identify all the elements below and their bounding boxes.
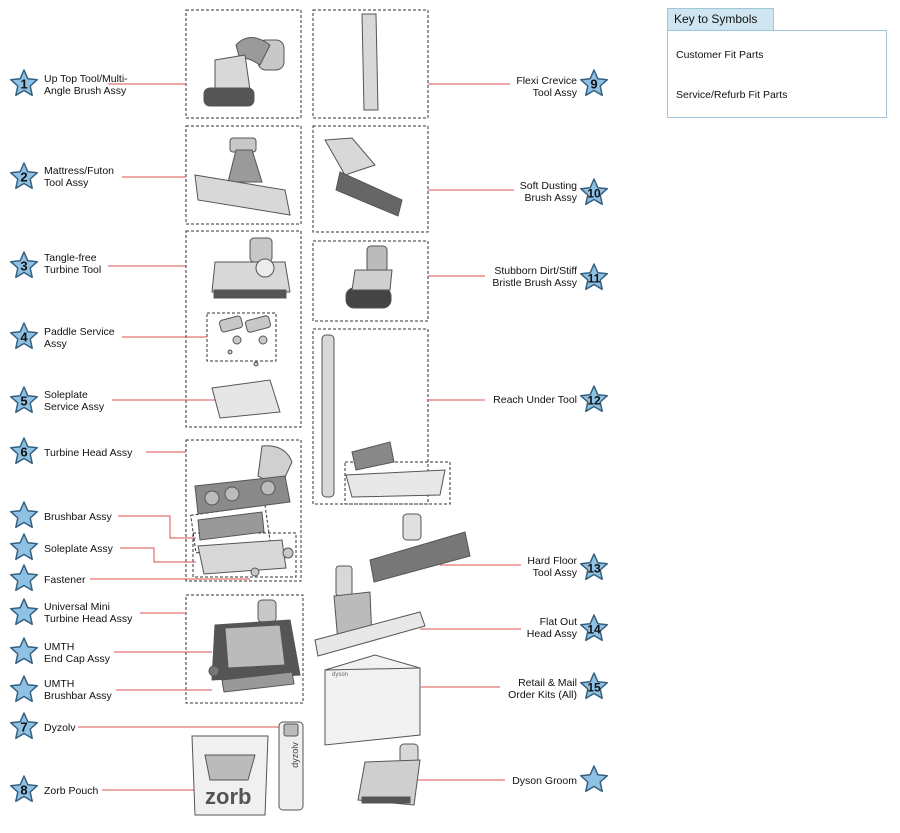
part-label-10: Soft Dusting Brush Assy <box>519 180 577 204</box>
part-label-2: Mattress/Futon Tool Assy <box>44 165 115 189</box>
part-star-13: 13 <box>579 553 609 581</box>
part-star-3: 3 <box>9 251 39 279</box>
part-number-1: 1 <box>20 77 27 92</box>
dyzolv-can-text: dyzolv <box>289 742 300 768</box>
part-star-11: 11 <box>579 263 609 291</box>
box-stiff-brush <box>312 240 429 322</box>
part-star-9: 9 <box>579 69 609 97</box>
part-star-7: 7 <box>9 712 39 740</box>
retail-kit-drawing <box>324 654 421 746</box>
service-fit-label: Service/Refurb Fit Parts <box>676 89 788 101</box>
part-star-12: 12 <box>579 385 609 413</box>
part-label-umth-endcap: UMTH End Cap Assy <box>44 641 110 665</box>
box-reach-under-detail <box>344 461 451 505</box>
dashed-boxes <box>185 9 451 704</box>
part-label-14: Flat Out Head Assy <box>526 616 577 640</box>
part-star-1: 1 <box>9 69 39 97</box>
box-flexi-crevice <box>312 9 429 119</box>
stiff-brush-drawing <box>345 245 393 309</box>
box-soft-dusting <box>312 125 429 233</box>
part-star-4: 4 <box>9 322 39 350</box>
part-star-6: 6 <box>9 437 39 465</box>
part-number-10: 10 <box>587 187 601 201</box>
part-number-4: 4 <box>20 330 28 345</box>
up-top-tool-drawing <box>203 37 285 107</box>
part-number-5: 5 <box>20 394 27 409</box>
leader-lines <box>78 54 848 791</box>
part-label-4: Paddle Service Assy <box>44 326 115 350</box>
part-number-12: 12 <box>587 394 601 408</box>
customer-fit-label: Customer Fit Parts <box>676 49 764 61</box>
part-number-9: 9 <box>590 77 597 92</box>
part-star-item-10 <box>9 637 39 665</box>
part-label-7: Dyzolv <box>44 722 76 734</box>
part-label-3: Tangle-free Turbine Tool <box>44 252 102 276</box>
part-number-8: 8 <box>20 783 27 798</box>
box-mattress-tool <box>185 125 302 225</box>
part-star-item-9 <box>9 598 39 626</box>
retail-box-brand: dyson <box>332 672 349 678</box>
part-number-11: 11 <box>588 272 601 286</box>
part-label-1: Up Top Tool/Multi- Angle Brush Assy <box>44 73 128 97</box>
dyzolv-drawing <box>278 721 304 811</box>
key-panel <box>667 30 887 118</box>
part-star-14: 14 <box>579 614 609 642</box>
part-star-item-6 <box>9 501 39 529</box>
part-number-6: 6 <box>20 445 27 460</box>
part-star-item-21 <box>579 765 609 793</box>
umth-drawing <box>208 599 301 693</box>
flexi-crevice-drawing <box>361 13 379 111</box>
part-star-8: 8 <box>9 775 39 803</box>
part-label-umth: Universal Mini Turbine Head Assy <box>44 601 133 625</box>
part-star-10: 10 <box>579 178 609 206</box>
hard-floor-drawing <box>369 513 471 583</box>
part-drawings <box>191 13 471 816</box>
turbine-tool-drawing <box>211 237 291 299</box>
reach-under-drawing <box>321 334 446 498</box>
paddle-service-drawing <box>218 315 271 367</box>
part-star-item-8 <box>9 564 39 592</box>
part-star-item-7 <box>9 533 39 561</box>
part-label-15: Retail & Mail Order Kits (All) <box>508 677 577 701</box>
part-label-brushbar: Brushbar Assy <box>44 511 112 523</box>
part-label-umth-brushbar: UMTH Brushbar Assy <box>44 678 112 702</box>
zorb-drawing <box>191 735 269 816</box>
part-number-14: 14 <box>587 623 601 637</box>
part-star-item-11 <box>9 675 39 703</box>
key-title: Key to Symbols <box>667 8 774 30</box>
part-star-2: 2 <box>9 162 39 190</box>
part-label-11: Stubborn Dirt/Stiff Bristle Brush Assy <box>492 265 577 289</box>
part-label-5: Soleplate Service Assy <box>44 389 105 413</box>
part-label-6: Turbine Head Assy <box>44 447 133 459</box>
dyson-groom-drawing <box>357 743 421 806</box>
part-star-15: 15 <box>579 672 609 700</box>
part-number-3: 3 <box>20 259 27 274</box>
soft-dusting-drawing <box>324 137 403 217</box>
part-number-2: 2 <box>20 170 27 185</box>
turbine-head-drawing <box>194 445 294 577</box>
box-turbine-tool <box>185 230 302 428</box>
part-label-soleplate: Soleplate Assy <box>44 543 113 555</box>
part-number-7: 7 <box>20 720 27 735</box>
part-star-5: 5 <box>9 386 39 414</box>
flat-out-drawing <box>314 565 426 657</box>
part-label-8: Zorb Pouch <box>44 785 99 797</box>
part-label-12: Reach Under Tool <box>493 394 577 406</box>
part-label-13: Hard Floor Tool Assy <box>527 555 577 579</box>
part-label-9: Flexi Crevice Tool Assy <box>516 75 577 99</box>
soleplate-drawing <box>211 379 281 419</box>
zorb-pouch-text: zorb <box>205 784 252 809</box>
part-label-groom: Dyson Groom <box>512 775 577 787</box>
part-label-fastener: Fastener <box>44 574 86 586</box>
mattress-tool-drawing <box>194 137 291 216</box>
box-umth <box>185 594 304 704</box>
box-up-top-tool <box>185 9 302 119</box>
box-turbine-head <box>185 439 302 582</box>
part-number-13: 13 <box>587 562 601 576</box>
part-number-15: 15 <box>587 681 601 695</box>
